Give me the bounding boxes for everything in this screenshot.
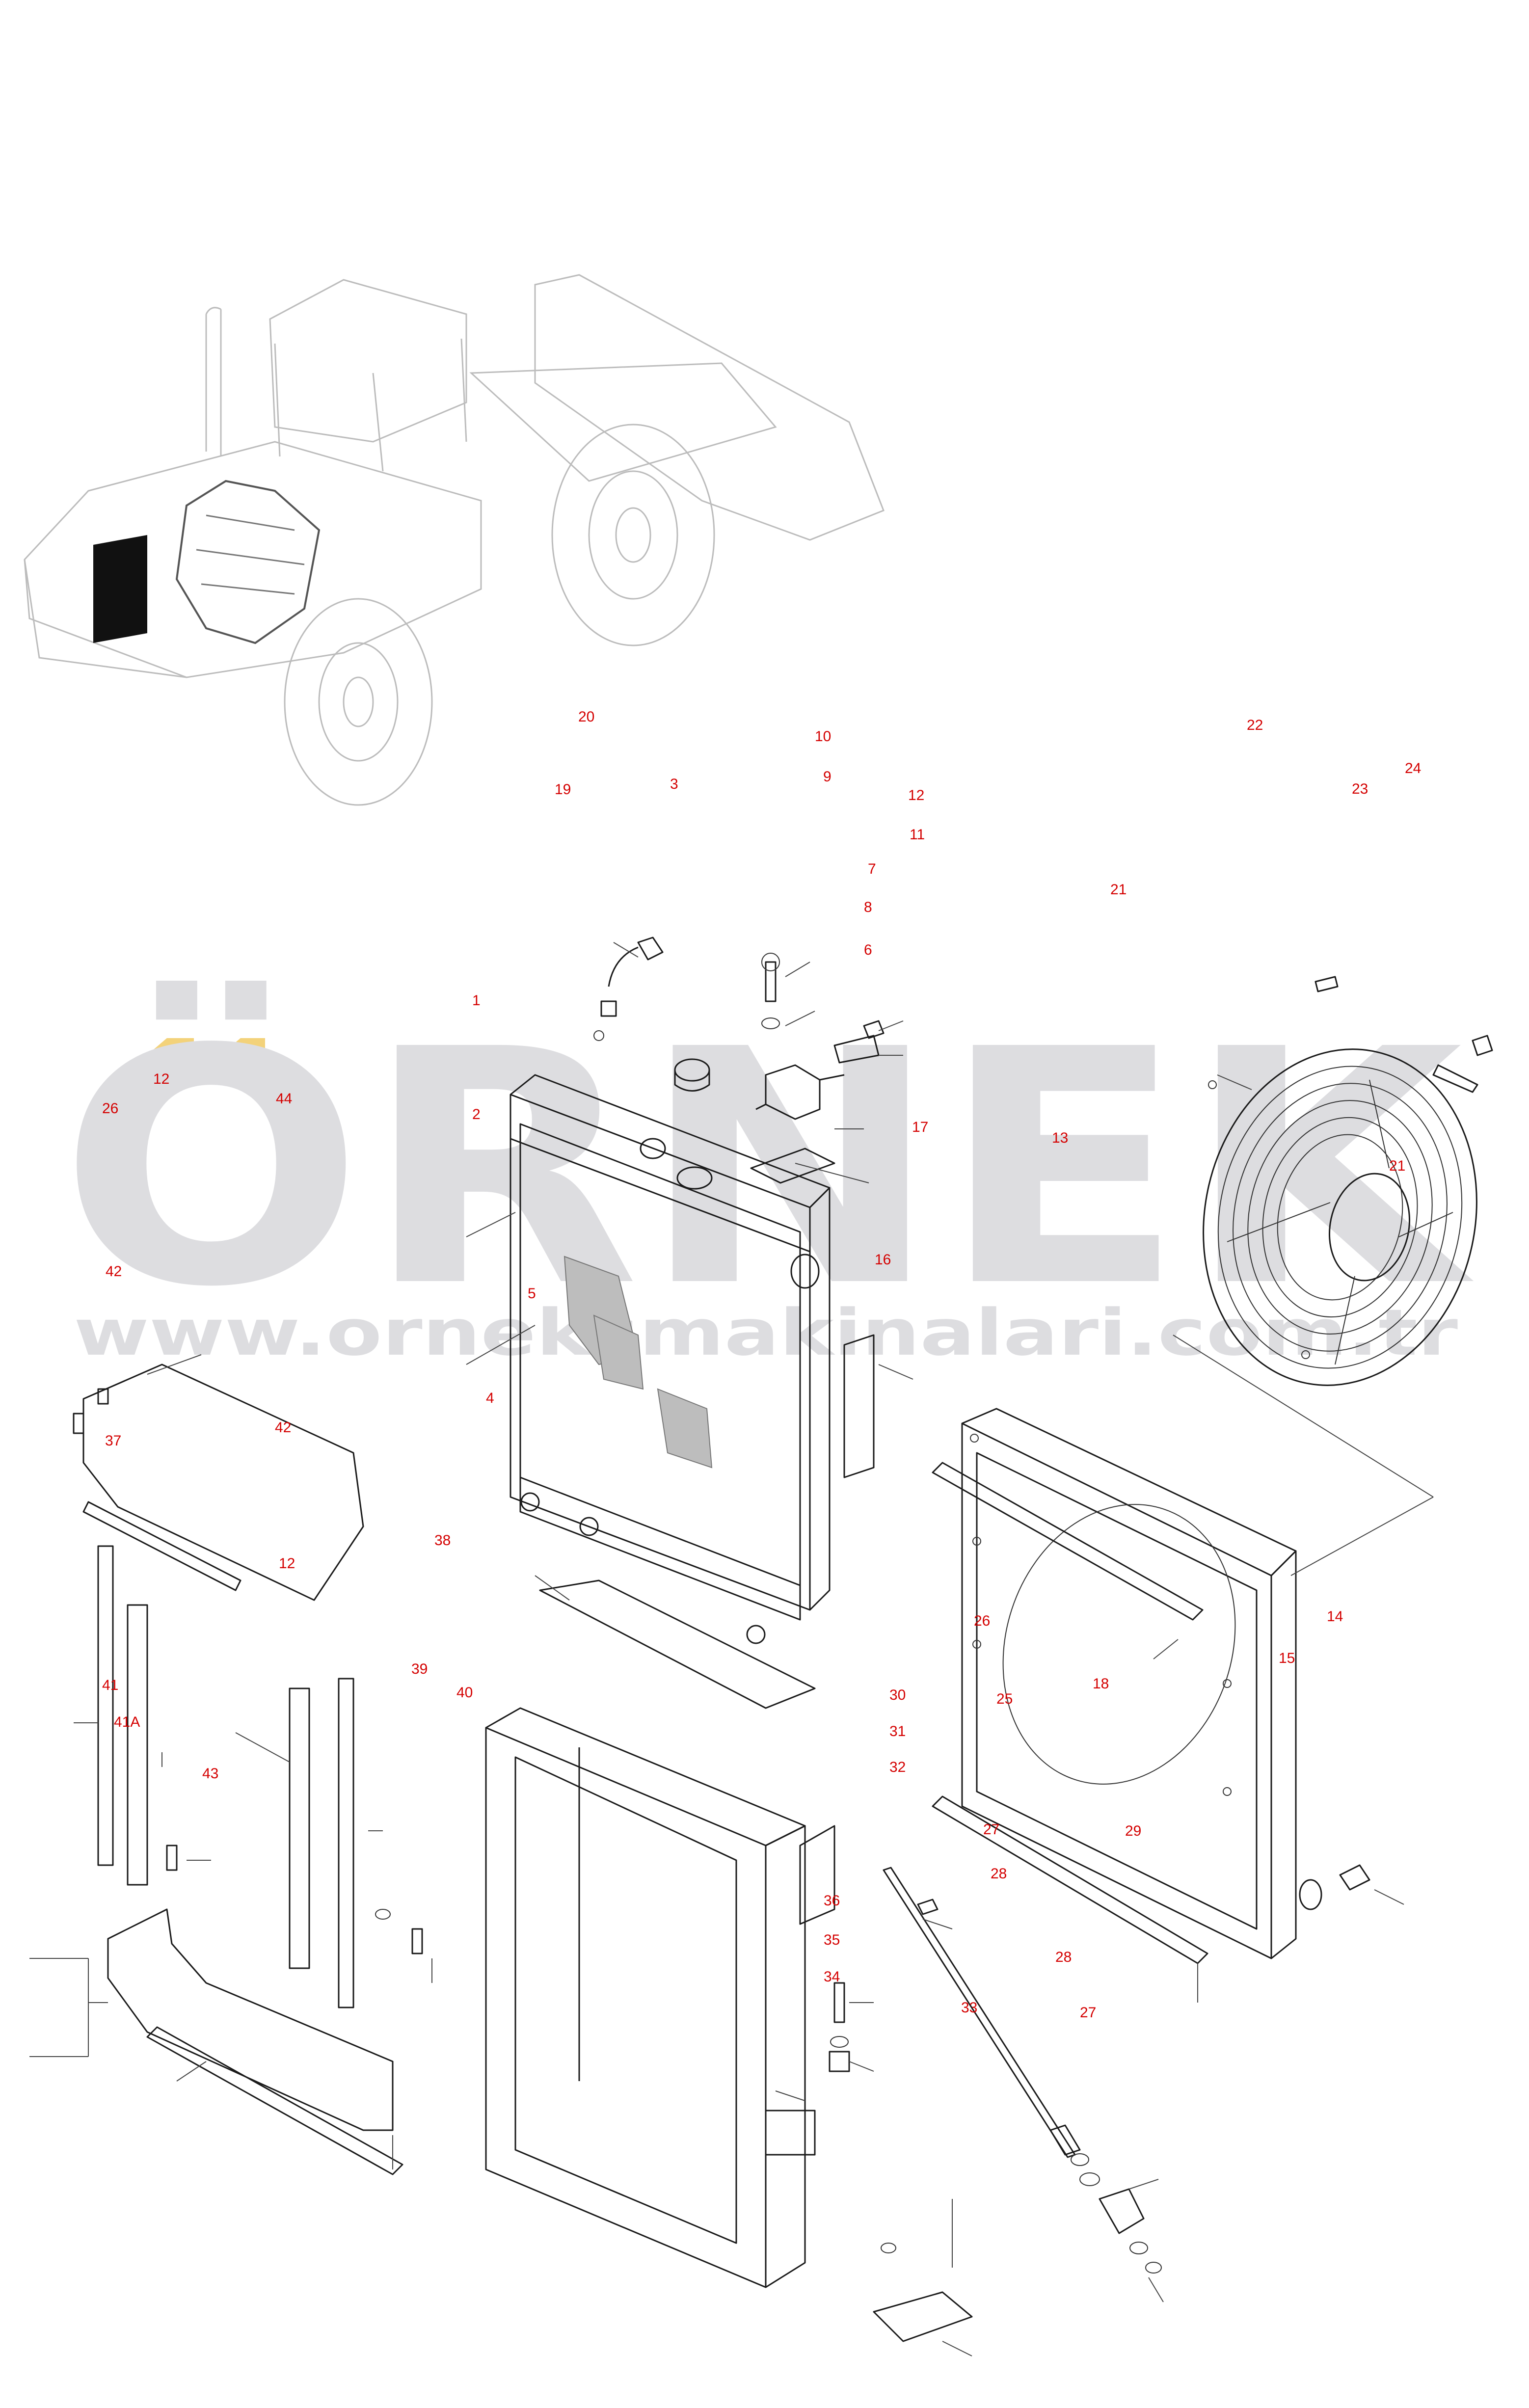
callout-14: 14: [1327, 1608, 1343, 1625]
callout-42: 42: [106, 1263, 122, 1280]
callout-35: 35: [824, 1932, 840, 1948]
callout-21: 21: [1110, 882, 1127, 898]
callout-28: 28: [991, 1866, 1007, 1882]
callout-31: 31: [889, 1723, 906, 1739]
watermark-brand: ÖRNEK: [59, 977, 1476, 1358]
callout-7: 7: [868, 861, 876, 877]
callout-8: 8: [864, 899, 872, 915]
watermark: ÖRNEK www.orneksmakinalari.com.tr: [59, 977, 1476, 1370]
callout-44: 44: [276, 1091, 292, 1107]
rubber-pads: [539, 1148, 875, 1709]
watermark-url: www.orneksmakinalari.com.tr: [74, 1295, 1458, 1370]
callout-19: 19: [555, 781, 571, 798]
callout-26: 26: [974, 1613, 990, 1629]
callout-10: 10: [815, 728, 831, 745]
callout-40: 40: [456, 1685, 473, 1701]
callout-30: 30: [889, 1687, 906, 1703]
callout-36: 36: [824, 1893, 840, 1909]
callout-26: 26: [102, 1100, 118, 1117]
watermark-accent-right: [206, 1038, 265, 1068]
vertical-seal-strips: [97, 1545, 354, 2008]
callout-15: 15: [1279, 1650, 1295, 1666]
shroud-bolt-washer: [1299, 1864, 1370, 1910]
callout-21: 21: [1389, 1158, 1405, 1174]
radiator-core: [510, 936, 831, 1644]
callout-38: 38: [434, 1532, 451, 1549]
callout-6: 6: [864, 942, 872, 958]
callout-1: 1: [472, 992, 481, 1009]
callout-22: 22: [1247, 717, 1263, 733]
callout-41: 41: [102, 1677, 118, 1693]
callout-32: 32: [889, 1759, 906, 1775]
leader-lines: [29, 942, 1434, 2356]
callout-5: 5: [528, 1285, 536, 1302]
callout-11: 11: [910, 827, 925, 843]
callout-9: 9: [823, 769, 832, 785]
tie-rod: [883, 1867, 1162, 2274]
wheel-loader-overview: [24, 274, 885, 806]
callout-29: 29: [1125, 1823, 1141, 1839]
callout-27: 27: [1080, 2005, 1096, 2021]
callout-43: 43: [202, 1766, 218, 1782]
fan-guard-bolts: [1314, 976, 1493, 1093]
callout-16: 16: [875, 1252, 891, 1268]
support-frame: [485, 1707, 835, 2288]
callout-28: 28: [1055, 1949, 1072, 1965]
callout-12: 12: [153, 1071, 169, 1087]
small-hardware: [73, 1388, 973, 2342]
callout-17: 17: [912, 1119, 928, 1135]
lower-side-cover: [107, 1908, 403, 2175]
watermark-accent-left: [133, 1038, 194, 1068]
fan-guard: [1203, 1048, 1477, 1386]
callout-18: 18: [1093, 1676, 1109, 1692]
callout-33: 33: [961, 2000, 977, 2016]
callout-23: 23: [1352, 781, 1368, 797]
callout-20: 20: [578, 709, 594, 725]
callout-3: 3: [670, 776, 678, 792]
callout-34: 34: [824, 1969, 840, 1985]
highlighted-radiator: [93, 535, 147, 643]
callout-41a: 41A: [114, 1714, 140, 1730]
callout-12: 12: [279, 1555, 295, 1572]
callout-42: 42: [275, 1419, 291, 1436]
callout-25: 25: [996, 1691, 1013, 1707]
callout-39: 39: [411, 1661, 428, 1677]
fan-shroud: [932, 1408, 1297, 1964]
callout-2: 2: [472, 1106, 481, 1123]
callout-37: 37: [105, 1433, 121, 1449]
callout-12: 12: [908, 787, 924, 803]
callout-4: 4: [486, 1390, 494, 1406]
callout-27: 27: [983, 1821, 999, 1838]
callout-13: 13: [1052, 1130, 1068, 1146]
upper-side-cover: [82, 1364, 364, 1601]
callout-24: 24: [1405, 760, 1421, 776]
callout-numbers: 20 10 22 24 19 3 9 12 23 11 7 21 8 6 1 1…: [102, 709, 1421, 2021]
